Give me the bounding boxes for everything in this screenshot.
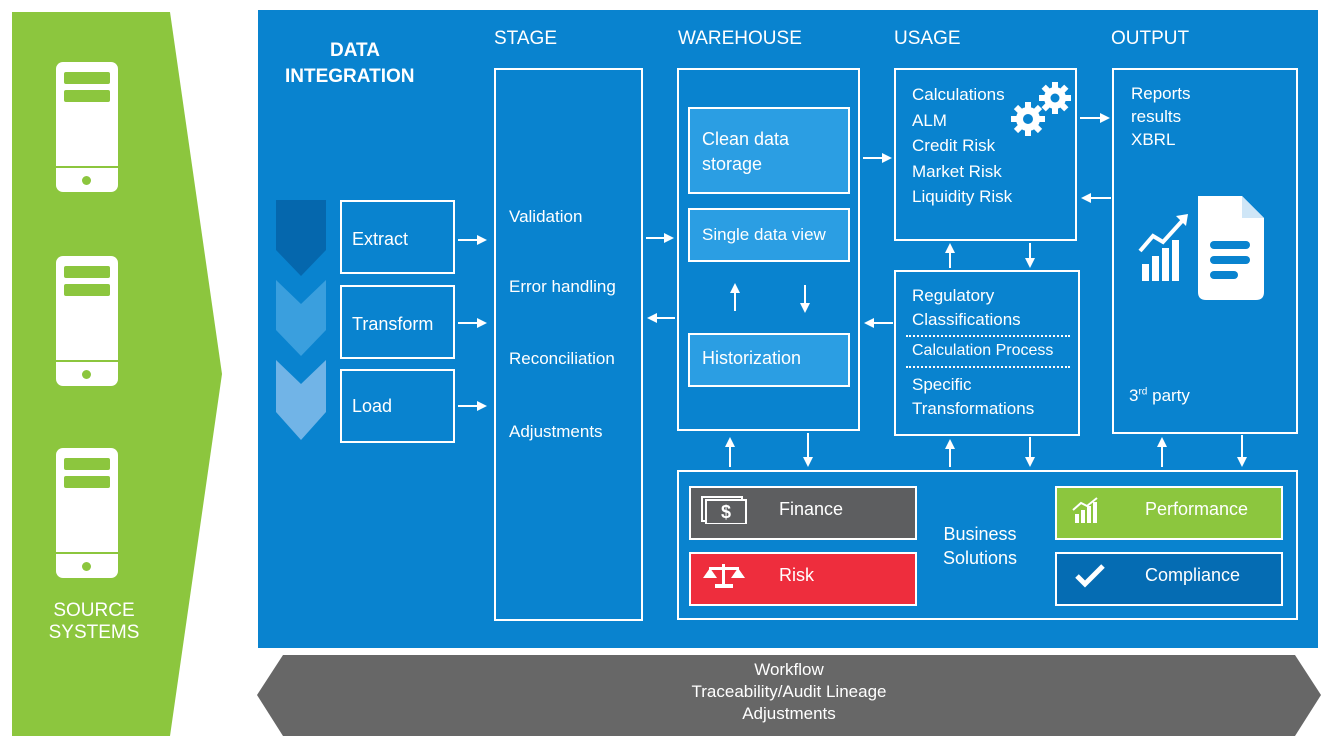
finance-tile: $ Finance: [689, 486, 917, 540]
growth-chart-icon: [1072, 497, 1098, 523]
workflow-banner-text: Workflow Traceability/Audit Lineage Adju…: [257, 659, 1321, 725]
warehouse-header: WAREHOUSE: [678, 28, 802, 49]
regulatory-line2: Classifications: [912, 310, 1021, 329]
usage-classifications-box: Regulatory Classifications Calculation P…: [894, 270, 1080, 436]
svg-text:$: $: [721, 502, 731, 522]
footer-line: Workflow: [754, 660, 824, 679]
scales-icon: [703, 564, 745, 588]
dotted-divider: [906, 366, 1070, 368]
server-icon: [56, 448, 118, 578]
business-solutions-box: [677, 470, 1298, 620]
data-integration-title-line1: DATA: [330, 40, 380, 61]
money-icon: $: [701, 496, 747, 524]
risk-tile: Risk: [689, 552, 917, 606]
transform-box: Transform: [340, 285, 455, 359]
calculation-process-label: Calculation Process: [912, 342, 1054, 359]
clean-data-line2: storage: [702, 154, 763, 174]
historization-box: Historization: [688, 333, 850, 387]
workflow-banner: [257, 655, 1321, 736]
stage-item: Validation: [509, 207, 583, 226]
usage-calc-item: Credit Risk: [912, 136, 996, 155]
compliance-label: Compliance: [1145, 565, 1241, 585]
gears-icon: [1011, 82, 1071, 136]
load-box: Load: [340, 369, 455, 443]
specific-line2: Transformations: [912, 399, 1035, 418]
specific-line1: Specific: [912, 375, 972, 394]
server-icon: [56, 62, 118, 192]
extract-box: Extract: [340, 200, 455, 274]
business-solutions-title: Business Solutions: [935, 522, 1025, 570]
output-box: Reports results XBRL 3rd party: [1112, 68, 1298, 434]
output-item: XBRL: [1131, 130, 1176, 149]
finance-label: Finance: [779, 499, 844, 519]
single-data-view-label: Single data view: [702, 225, 826, 244]
footer-line: Adjustments: [742, 704, 836, 723]
stage-item: Reconciliation: [509, 349, 615, 368]
output-header: OUTPUT: [1111, 28, 1190, 49]
clean-data-storage-box: Clean data storage: [688, 107, 850, 194]
etl-chevrons: [276, 200, 326, 440]
risk-label: Risk: [779, 565, 814, 585]
usage-calc-item: Calculations: [912, 85, 1005, 104]
historization-label: Historization: [702, 348, 802, 368]
warehouse-box: [677, 68, 860, 431]
usage-calc-item: Market Risk: [912, 161, 1002, 181]
output-item: results: [1131, 107, 1182, 126]
data-integration-title-line2: INTEGRATION: [285, 66, 415, 87]
load-label: Load: [352, 396, 393, 416]
compliance-tile: Compliance: [1055, 552, 1283, 606]
clean-data-line1: Clean data: [702, 129, 790, 149]
performance-tile: Performance: [1055, 486, 1283, 540]
usage-calculations-box: Calculations ALM Credit Risk Market Risk…: [894, 68, 1077, 241]
server-icon: [56, 256, 118, 386]
business-title-line1: Business: [943, 524, 1017, 544]
extract-label: Extract: [352, 229, 409, 249]
stage-item: Adjustments: [509, 422, 603, 441]
dotted-divider: [906, 335, 1070, 337]
checkmark-icon: [1075, 564, 1105, 588]
performance-label: Performance: [1145, 499, 1249, 519]
stage-box: Validation Error handling Reconciliation…: [494, 68, 643, 621]
source-systems-label: SOURCE SYSTEMS: [40, 600, 148, 644]
output-item: Reports: [1131, 84, 1191, 103]
usage-calc-item: ALM: [912, 110, 947, 130]
usage-calc-item: Liquidity Risk: [912, 187, 1013, 206]
single-data-view-box: Single data view: [688, 208, 850, 262]
stage-item: Error handling: [509, 277, 616, 296]
source-label-line2: SYSTEMS: [48, 622, 140, 643]
stage-header: STAGE: [494, 28, 557, 49]
third-party-label: 3rd party: [1129, 386, 1190, 405]
footer-line: Traceability/Audit Lineage: [691, 682, 887, 701]
business-title-line2: Solutions: [942, 548, 1018, 568]
transform-label: Transform: [352, 314, 434, 334]
source-label-line1: SOURCE: [53, 600, 135, 621]
report-chart-icon: [1138, 196, 1264, 300]
regulatory-line1: Regulatory: [912, 286, 995, 305]
usage-header: USAGE: [894, 28, 961, 49]
